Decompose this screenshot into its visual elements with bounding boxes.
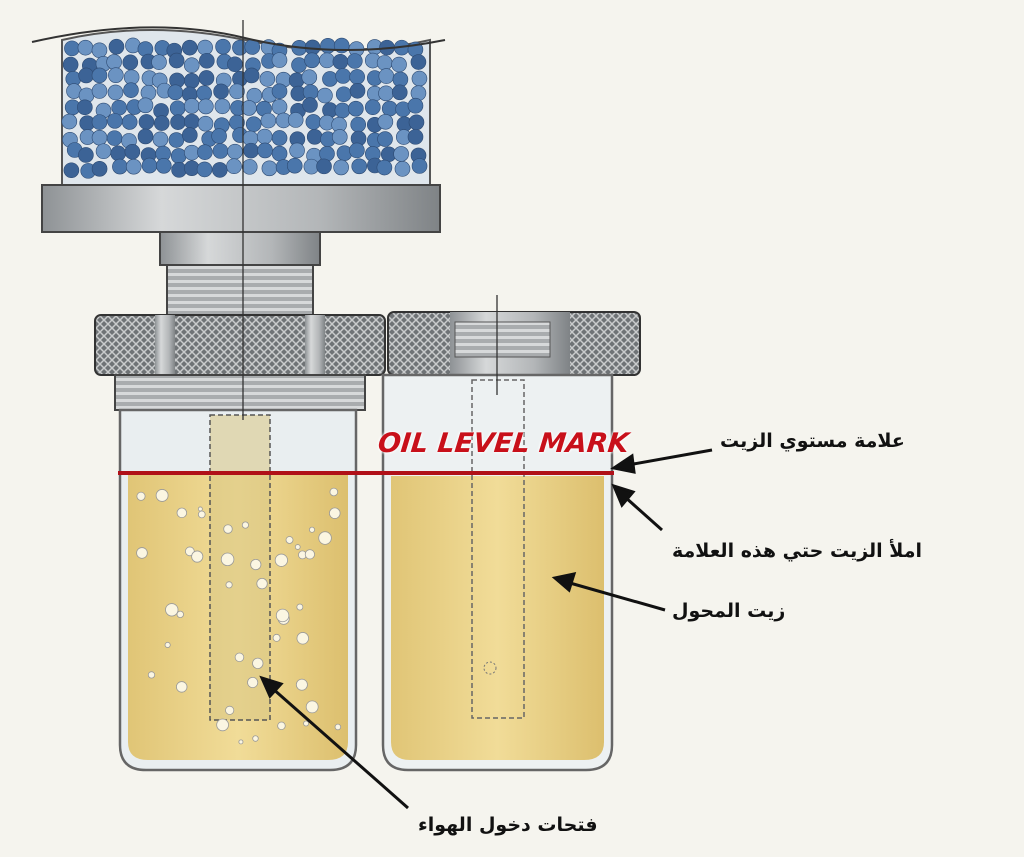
air-bubbles: [136, 487, 342, 745]
flange-plate: [41, 184, 441, 233]
inner-tube: [209, 414, 271, 721]
left-oil-cup: [118, 408, 358, 772]
label-oil-level-mark: علامة مستوي الزيت: [720, 430, 905, 452]
right-oil-cup: [381, 311, 641, 772]
inner-tube: [471, 379, 525, 719]
oil-level-mark-title: OIL LEVEL MARK: [376, 428, 631, 459]
label-air-inlet-holes: فتحات دخول الهواء: [418, 814, 598, 836]
label-transformer-oil: زيت المحول: [672, 600, 786, 622]
silica-gel-chamber: [31, 26, 446, 186]
oil-fill: [391, 476, 604, 760]
thread: [166, 264, 314, 316]
knurled-nut: [94, 314, 386, 376]
callout-arrows: [259, 448, 713, 810]
lower-thread: [114, 374, 366, 411]
neck: [159, 231, 321, 266]
silica-gel-beads: [61, 37, 428, 179]
label-fill-to-mark: املأ الزيت حتي هذه العلامة: [672, 540, 922, 562]
